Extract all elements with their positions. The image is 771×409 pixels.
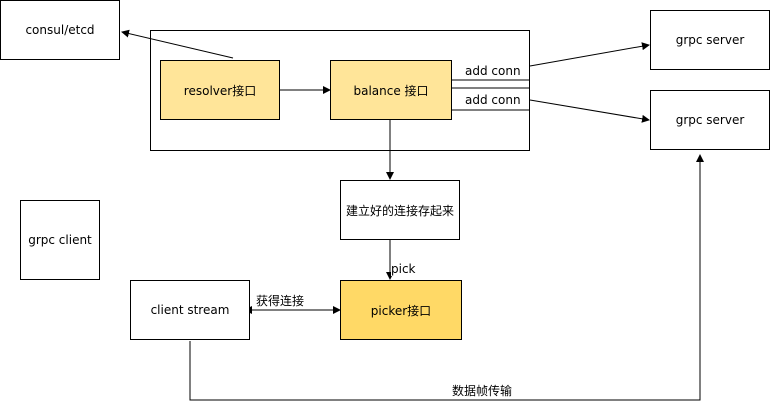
picker-node: picker接口 (340, 280, 462, 340)
client-stream-node: client stream (130, 280, 250, 340)
consul-etcd-node: consul/etcd (0, 0, 120, 60)
edge-conn-to-server2 (529, 99, 650, 123)
add-conn-label-1: add conn (465, 64, 521, 78)
get-connection-label: 获得连接 (256, 294, 305, 308)
balance-node: balance 接口 (330, 60, 452, 120)
grpc-server-node-1: grpc server (650, 10, 770, 70)
edge-conn-to-server1 (529, 42, 650, 67)
pick-label: pick (391, 262, 416, 276)
resolver-balance-group (150, 30, 530, 151)
grpc-server-node-2: grpc server (650, 90, 770, 150)
add-conn-label-2: add conn (465, 93, 521, 107)
data-frame-transfer-label: 数据帧传输 (452, 384, 513, 398)
grpc-client-node: grpc client (20, 200, 100, 280)
resolver-node: resolver接口 (160, 60, 280, 120)
store-connections-node: 建立好的连接存起来 (340, 180, 460, 240)
